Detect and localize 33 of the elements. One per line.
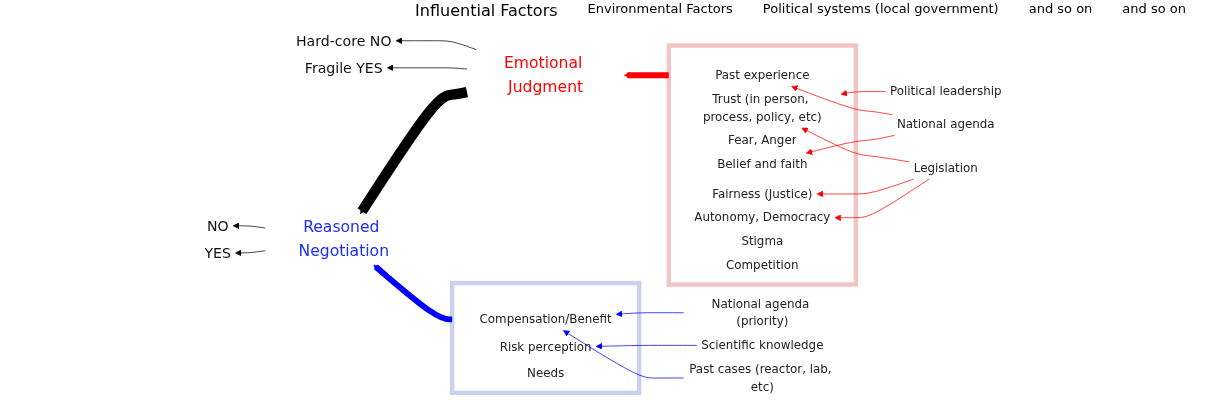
node-text: Fragile YES <box>304 59 383 76</box>
cluster <box>666 43 859 287</box>
node-text: National agenda <box>896 116 995 131</box>
node-text: Trust (in person, process, policy, etc) <box>702 91 822 124</box>
arrow <box>357 86 470 215</box>
arrow <box>623 72 670 79</box>
note-text: and so on <box>1122 1 1186 18</box>
node-text: Political leadership <box>889 84 1002 99</box>
node-text: Past cases (reactor, lab, etc) <box>689 361 832 394</box>
node-text: National agenda (priority) <box>711 296 810 329</box>
node-text: Fairness (Justice) <box>712 186 813 201</box>
node-text: Needs <box>526 366 565 381</box>
node-text: NO <box>206 217 229 234</box>
node-text: Reasoned Negotiation <box>298 218 390 260</box>
arrow <box>373 264 453 323</box>
node-text: Fear, Anger <box>728 133 797 148</box>
cluster <box>449 280 642 396</box>
node-text: Past experience <box>715 67 810 82</box>
note-text: and so on <box>1028 1 1093 18</box>
node-text: Compensation/Benefit <box>479 311 612 327</box>
node-text: Scientific knowledge <box>701 337 824 353</box>
node-text: YES <box>204 244 231 261</box>
node-text: Legislation <box>913 160 978 175</box>
node-text: Belief and faith <box>717 156 808 171</box>
node-text: Stigma <box>741 234 784 249</box>
node-text: Emotional Judgment <box>503 54 584 96</box>
node-text: Hard-core NO <box>296 32 392 49</box>
column-heading: Environmental Factors <box>587 1 733 18</box>
node-text: Competition <box>725 257 799 272</box>
column-heading: Influential Factors <box>415 1 558 21</box>
node-text: Autonomy, Democracy <box>694 210 831 225</box>
note-text: Political systems (local government) <box>762 1 999 18</box>
node-text: Risk perception <box>499 340 592 355</box>
